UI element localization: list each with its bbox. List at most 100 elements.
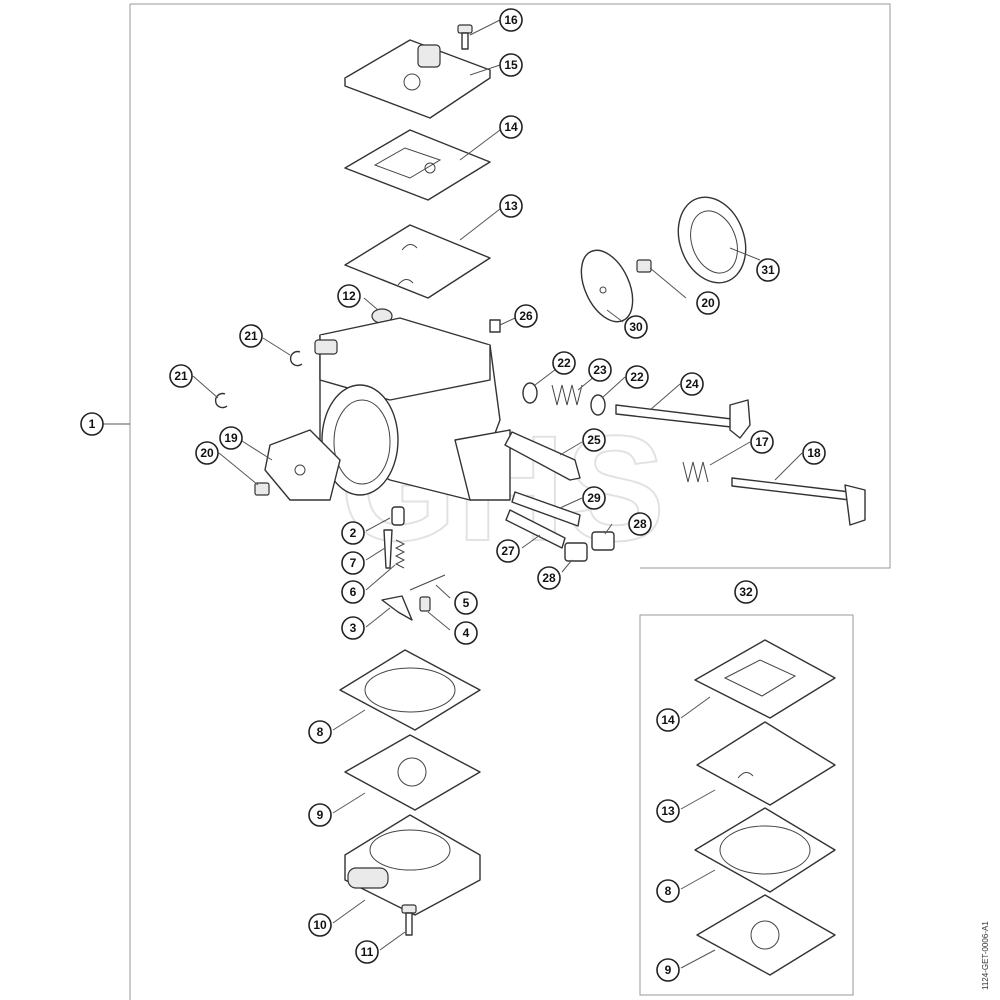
svg-text:10: 10 [313,918,327,932]
svg-text:25: 25 [587,433,601,447]
svg-text:24: 24 [685,377,699,391]
svg-text:21: 21 [174,369,188,383]
svg-text:30: 30 [629,320,643,334]
callout-32: 32 [734,580,758,604]
svg-text:20: 20 [701,296,715,310]
part-screw-11 [401,904,417,936]
part-valve-2 [391,506,405,526]
kit-callout-8: 8 [656,879,680,903]
svg-text:9: 9 [665,963,672,977]
callout-30: 30 [624,315,648,339]
part-screw-20b [636,259,652,273]
kit-frame [639,614,854,996]
part-lever-3 [381,595,413,621]
part-pin-5 [409,574,446,591]
callout-6: 6 [341,580,365,604]
svg-text:3: 3 [350,621,357,635]
callout-21b: 21 [169,364,193,388]
svg-text:27: 27 [501,544,515,558]
svg-text:1: 1 [89,417,96,431]
part-diaphragm-13 [344,224,491,299]
part-needle-25 [504,431,581,481]
part-cap-31 [677,196,747,284]
svg-text:19: 19 [224,431,238,445]
leader-lines [103,19,803,969]
callout-20b: 20 [696,291,720,315]
svg-text:21: 21 [244,329,258,343]
svg-text:20: 20 [200,446,214,460]
svg-text:18: 18 [807,446,821,460]
svg-text:5: 5 [463,596,470,610]
callout-23: 23 [588,358,612,382]
svg-text:8: 8 [317,725,324,739]
svg-text:13: 13 [661,804,675,818]
callout-1: 1 [80,412,104,436]
callout-9: 9 [308,803,332,827]
part-disc-30 [580,249,634,323]
svg-text:14: 14 [504,120,518,134]
part-clip-21a [289,350,303,367]
part-shaft-24 [615,399,751,439]
svg-text:15: 15 [504,58,518,72]
part-needle-7 [383,529,393,569]
part-diaphragm-9 [344,734,481,811]
svg-text:13: 13 [504,199,518,213]
part-shaft-18 [731,477,866,526]
callout-20a: 20 [195,441,219,465]
svg-text:12: 12 [342,289,356,303]
part-gasket-14 [344,129,491,201]
part-cover-10 [344,814,481,916]
callout-19: 19 [219,426,243,450]
svg-text:2: 2 [350,526,357,540]
part-bushing-28b [564,542,588,562]
part-screw-4 [419,596,431,612]
callout-28b: 28 [537,566,561,590]
callout-27: 27 [496,539,520,563]
part-needle-29 [511,491,581,527]
svg-text:28: 28 [542,571,556,585]
callout-22b: 22 [625,365,649,389]
callout-14: 14 [499,115,523,139]
svg-text:7: 7 [350,556,357,570]
kit-callout-14: 14 [656,708,680,732]
svg-text:29: 29 [587,491,601,505]
callout-28a: 28 [628,512,652,536]
callout-17: 17 [750,430,774,454]
kit-callout-13: 13 [656,799,680,823]
main-frame [129,3,891,1000]
callout-29: 29 [582,486,606,510]
svg-text:17: 17 [755,435,769,449]
part-bushing-28a [591,531,615,551]
callout-11: 11 [355,940,379,964]
part-spring-17 [682,461,709,483]
callout-7: 7 [341,551,365,575]
kit-part-gasket-14 [694,639,836,719]
callout-15: 15 [499,53,523,77]
part-needle-27 [505,509,566,549]
part-plug-26 [489,319,501,333]
part-screw-16 [457,24,473,50]
svg-text:32: 32 [739,585,753,599]
drawing-code: 1124-GET-0006-A1 [981,921,990,990]
part-carburetor-body [314,317,511,501]
callout-10: 10 [308,913,332,937]
svg-text:11: 11 [361,945,374,959]
svg-text:31: 31 [761,263,775,277]
callout-5: 5 [454,591,478,615]
svg-text:22: 22 [630,370,644,384]
part-clip-21b [214,392,228,409]
kit-part-diaphragm-13 [696,721,836,806]
part-cover-15 [344,39,491,119]
svg-text:23: 23 [593,363,607,377]
callout-25: 25 [582,428,606,452]
svg-text:8: 8 [665,884,672,898]
callout-16: 16 [499,8,523,32]
part-spring-23 [551,384,583,406]
part-screw-20a [254,482,270,496]
callout-31: 31 [756,258,780,282]
svg-text:26: 26 [519,309,533,323]
callout-12: 12 [337,284,361,308]
callout-18: 18 [802,441,826,465]
part-disc-19 [264,429,341,501]
